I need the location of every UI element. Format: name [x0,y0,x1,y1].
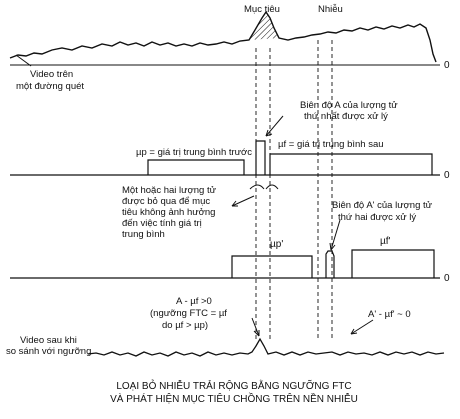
skip-note-5: trung bình [122,229,165,240]
zero-label-2: 0 [444,170,450,181]
noise-label: Nhiễu [318,4,343,15]
a-prime-note: A' - µf' ~ 0 [368,309,411,320]
mu-p-label: µp = giá trị trung bình trước [136,147,252,158]
caption-line-2: VÀ PHÁT HIỆN MỤC TIÊU CHỒNG TRÊN NỀN NHI… [110,392,358,405]
target-hatch [249,12,279,40]
pointer-arrows [15,54,374,337]
mu-f-label: µf = giá trị trung bình sau [278,139,384,150]
mu-p-prime-label: µp' [270,239,283,250]
zero-label-3: 0 [444,273,450,284]
mu-f-prime-label: µf' [380,236,391,247]
threshold-note-3: do µf > µp) [162,320,208,331]
second-quantum-trace [10,249,440,279]
skip-note-3: tiêu không ảnh hưởng [122,207,215,218]
video-waveform [9,10,440,66]
amplitude-a-prime-label-1: Biên độ A' của lượng tử [332,200,433,211]
threshold-note-1: A - µf >0 [176,296,212,307]
threshold-note-2: (ngưỡng FTC = µf [150,308,227,319]
thresholded-video [87,337,445,357]
amplitude-a-prime-label-2: thứ hai được xử lý [338,212,416,223]
caption-line-1: LOẠI BỎ NHIỄU TRẢI RỘNG BẰNG NGƯỠNG FTC [116,379,351,392]
first-quantum-trace [10,140,440,176]
thresholded-label-2: so sánh với ngưỡng [6,346,91,357]
video-line-label-1: Video trên [30,69,73,80]
amplitude-a-label-1: Biên độ A của lượng tử [300,100,398,111]
skip-note-2: được bỏ qua để mục [122,196,210,207]
thresholded-label-1: Video sau khi [20,335,77,346]
skip-note-1: Một hoặc hai lượng tử [122,185,217,196]
skip-note-4: đến việc tính giá trị [122,218,202,229]
zero-label-1: 0 [444,60,450,71]
video-line-label-2: một đường quét [16,81,84,92]
amplitude-a-label-2: thứ nhất được xử lý [304,111,388,122]
target-label: Mục tiêu [244,4,280,15]
noise-curve [9,10,437,63]
guide-lines [255,40,333,340]
